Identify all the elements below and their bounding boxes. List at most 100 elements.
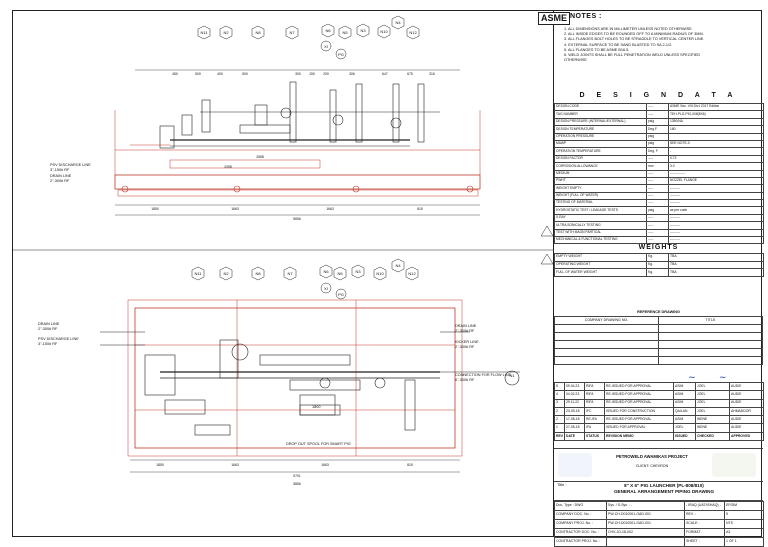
reference-table: COMPANY DRAWING NO.TITLE (554, 316, 763, 365)
ref-col-title: TITLE (658, 316, 763, 325)
design-data-row: MEDIUM------------------- (554, 169, 764, 178)
weight-row-cell: Kg. (646, 253, 669, 262)
svg-text:CONNECTION FOR FLOW LINE: CONNECTION FOR FLOW LINE (455, 373, 512, 377)
svg-text:N1: N1 (509, 373, 515, 378)
design-data-row-cell: ----- (646, 102, 669, 112)
weight-row-cell: Kg. (646, 268, 669, 277)
svg-text:PG: PG (338, 52, 344, 57)
svg-text:306: 306 (349, 72, 355, 76)
design-data-row-cell: psig (646, 132, 669, 141)
design-data-row: WEIGHT EMPTY-------------- (554, 184, 764, 193)
design-data-row-cell: as per code (668, 206, 764, 215)
company-logo (558, 453, 592, 477)
revision-row-cell: RIFA (584, 398, 605, 408)
svg-text:DRAIN LINE: DRAIN LINE (38, 322, 60, 326)
svg-text:450: 450 (172, 72, 178, 76)
svg-text:PSV DISCHARGE LINE: PSV DISCHARGE LINE (38, 337, 79, 341)
svg-text:1663: 1663 (321, 463, 329, 467)
nozzle-label: N12 (408, 271, 416, 276)
design-data-row-cell: --------- (668, 199, 764, 208)
svg-text:2058: 2058 (224, 165, 232, 169)
logos-row: PETROWELD AWAMIKAS PROJECT CLIENT: CHEVR… (554, 448, 763, 482)
design-data-row-cell: TESTING OF MATERIAL (554, 199, 647, 208)
note-item: 2. ALL INSIDE EDGES TO BE ROUNDED OFF TO… (564, 32, 704, 37)
revision-row-cell: ISSUED FOR APPROVAL (604, 423, 674, 433)
revision-row-cell: 23-09-18 (564, 406, 585, 417)
revision-header: REV (554, 431, 565, 442)
weight-row-cell: Kg. (646, 260, 669, 270)
design-data-row-cell: psig (646, 139, 669, 149)
revision-row-cell: 17-08-18 (564, 415, 585, 425)
title-block-row-cell: 1 OF 1 (724, 537, 764, 547)
design-data-row-cell: NOZZEL FLANGE (668, 176, 764, 186)
svg-text:2658: 2658 (256, 155, 264, 159)
revision-row-cell: JOEL (695, 398, 730, 408)
design-data-row: TAG NUMBER-----TEH-PLG-PIG-008(8X6) (554, 110, 764, 119)
weights-title: WEIGHTS (638, 244, 679, 251)
revision-row-cell: JOEL (673, 423, 696, 433)
svg-text:DRAIN LINE: DRAIN LINE (50, 174, 72, 178)
design-data-row-cell: 0.72 (668, 154, 764, 164)
bottom-nozzle-balloons (191, 258, 419, 300)
design-data-row-cell: WEIGHT EMPTY (554, 184, 647, 193)
svg-text:647: 647 (382, 72, 388, 76)
svg-text:5856: 5856 (293, 482, 301, 486)
revision-row-cell: RE-ISSUED FOR APPROVAL (604, 415, 674, 425)
design-data-row-cell: ----- (646, 236, 669, 245)
svg-text:150: 150 (309, 72, 315, 76)
design-data-row-cell: ULTRA SONICALLY TESTING (554, 221, 647, 230)
design-data-row-cell: 3.0 (668, 162, 764, 171)
design-data-row-cell: DESIGN PRESSURE (INTERNAL/EXTERNAL) (554, 117, 647, 127)
weight-row-cell: TBA (668, 253, 764, 262)
svg-text:PG: PG (338, 292, 344, 297)
notes-title: NOTES : (570, 13, 602, 20)
design-data-row-cell: ----- (646, 213, 669, 223)
revision-row-cell: IFC (584, 406, 605, 417)
revision-row-cell: AUDIE (729, 423, 764, 433)
nozzle-label: N11 (194, 271, 202, 276)
title-block-row-cell: CHV-JO-18-002 (606, 528, 685, 538)
design-data-row-cell: --------- (668, 184, 764, 193)
revision-row-cell: 29.11.22 (564, 398, 585, 408)
svg-text:DRAIN LINE: DRAIN LINE (455, 324, 477, 328)
design-data-row: TESTING OF MATERIAL-------------- (554, 199, 764, 208)
reference-title: REFERENCE DRAWING (637, 310, 680, 314)
title-panel: ASME NOTES : 1. ALL DIMENSIONS ARE IN MI… (538, 10, 764, 547)
revision-row-cell: 27-05-18 (564, 423, 585, 433)
design-data-row-cell: --------- (668, 236, 764, 245)
title-block-row-cell: COMPANY PROJ. No. : (554, 519, 607, 529)
design-data-row-cell: OPERATION TEMPERATURE (554, 147, 647, 156)
signature: ~ (719, 373, 727, 383)
design-data-row-cell: 180 (668, 125, 764, 134)
svg-text:XI: XI (324, 286, 328, 291)
revision-row-cell: RE-ISSUED FOR APPROVAL (604, 398, 674, 408)
svg-text:500: 500 (242, 72, 248, 76)
design-data-row: X-RAY-------------- (554, 213, 764, 223)
nozzle-label: N8 (255, 271, 261, 276)
title-block-row-cell: SHEET : (684, 537, 725, 547)
weight-row-cell: EMPTY WEIGHT (554, 253, 647, 262)
design-data-row-cell: MAWP (554, 139, 647, 149)
revision-row-cell: ASIM (673, 390, 696, 400)
title-block-row: COMPANY PROJ. No. :PW-CH-D010001-GAD-001… (554, 519, 764, 529)
design-data-row-cell: ----- (646, 169, 669, 178)
weight-row-cell: OPERATING WEIGHT (554, 260, 647, 270)
revision-row-cell: ASIM (673, 415, 696, 425)
nozzle-label: N3 (360, 28, 366, 33)
revision-row-cell: AHMADDOR (729, 406, 764, 417)
revision-row-cell: RE-ISSUED FOR APPROVAL (604, 390, 674, 400)
design-data-row-cell: ----- (646, 184, 669, 193)
note-item: OTHERWISE (564, 58, 587, 63)
weight-row-cell: TBA (668, 260, 764, 270)
design-data-row-cell: 1350/NA (668, 117, 764, 127)
revision-row-cell: ASIM (673, 398, 696, 408)
title-block-row-cell: FORMAT : (684, 528, 725, 538)
design-data-row-cell: SEE NOTE-3 (668, 139, 764, 149)
